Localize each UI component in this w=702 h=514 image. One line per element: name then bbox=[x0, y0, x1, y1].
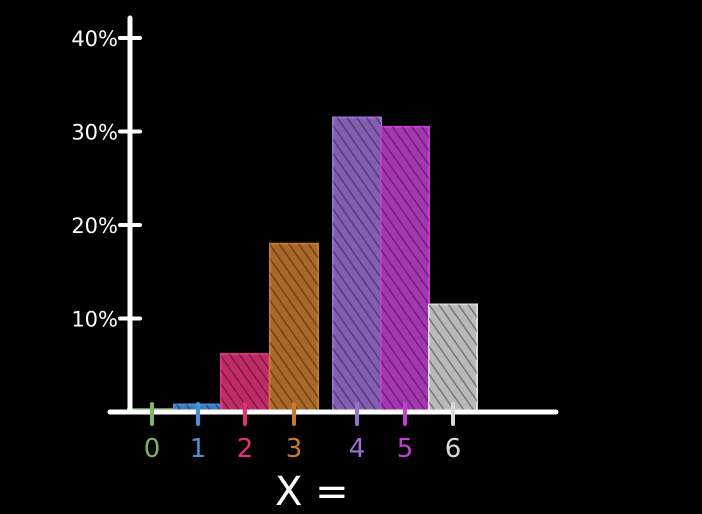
bar-hatch-4 bbox=[333, 117, 381, 412]
x-tick-label-2: 2 bbox=[237, 434, 254, 464]
bar-hatch-5 bbox=[381, 126, 429, 412]
x-tick-label-3: 3 bbox=[286, 434, 303, 464]
x-tick-label-1: 1 bbox=[190, 434, 207, 464]
y-tick-label-10: 10% bbox=[71, 308, 118, 332]
y-tick-label-30: 30% bbox=[71, 121, 118, 145]
y-tick-label-20: 20% bbox=[71, 214, 118, 238]
x-tick-label-4: 4 bbox=[349, 434, 366, 464]
bar-hatch-6 bbox=[429, 304, 477, 412]
y-ticks-group: 10% 20% 30% 40% bbox=[71, 27, 142, 332]
x-tick-label-0: 0 bbox=[144, 434, 161, 464]
bars-group bbox=[127, 116, 478, 414]
x-tick-label-6: 6 bbox=[445, 434, 462, 464]
y-tick-label-40: 40% bbox=[71, 27, 118, 51]
x-tick-label-5: 5 bbox=[397, 434, 414, 464]
x-axis-label: X = bbox=[275, 469, 349, 514]
bar-hatch-3 bbox=[270, 243, 318, 412]
